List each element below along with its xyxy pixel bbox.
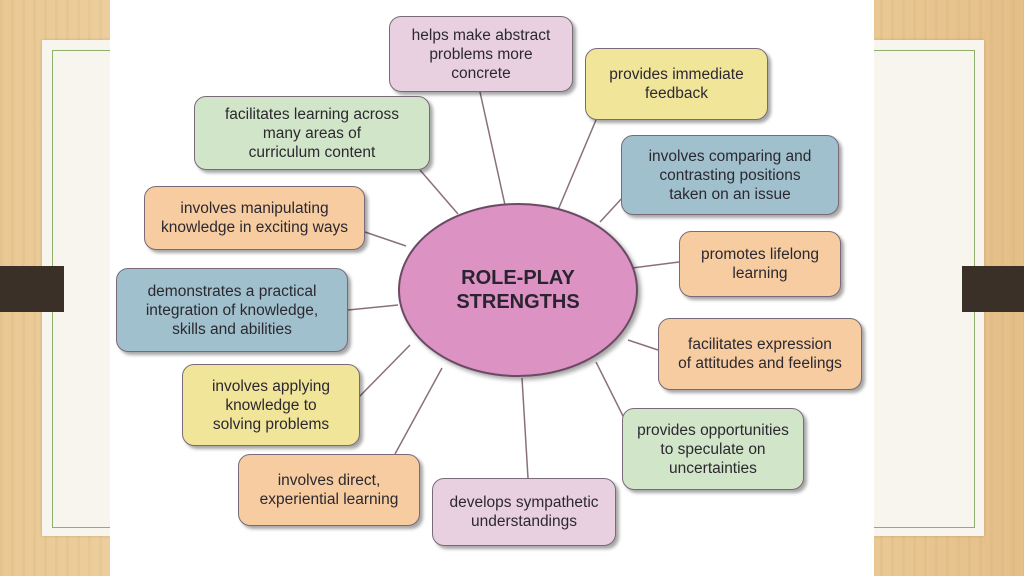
strength-node: involves manipulating knowledge in excit…	[144, 186, 365, 250]
connector-line	[479, 91, 506, 206]
connector-line	[521, 377, 529, 479]
connector-line	[347, 304, 399, 311]
connector-line	[627, 339, 659, 351]
strength-node: facilitates learning across many areas o…	[194, 96, 430, 170]
strength-node: provides immediate feedback	[585, 48, 768, 120]
strength-node: promotes lifelong learning	[679, 231, 841, 297]
strength-node: involves comparing and contrasting posit…	[621, 135, 839, 215]
dark-bar-right	[962, 266, 1024, 312]
strength-node: develops sympathetic understandings	[432, 478, 616, 546]
strength-node: facilitates expression of attitudes and …	[658, 318, 862, 390]
connector-line	[599, 195, 625, 223]
connector-line	[419, 169, 459, 215]
strength-node: demonstrates a practical integration of …	[116, 268, 348, 352]
strength-node: involves applying knowledge to solving p…	[182, 364, 360, 446]
connector-line	[631, 261, 680, 269]
connector-line	[357, 344, 411, 399]
center-node: ROLE-PLAY STRENGTHS	[398, 203, 638, 377]
connector-line	[394, 367, 443, 455]
strength-node: provides opportunities to speculate on u…	[622, 408, 804, 490]
connector-line	[557, 119, 597, 211]
connector-line	[595, 361, 626, 421]
dark-bar-left	[0, 266, 64, 312]
strength-node: helps make abstract problems more concre…	[389, 16, 573, 92]
connector-line	[364, 231, 407, 247]
strength-node: involves direct, experiential learning	[238, 454, 420, 526]
